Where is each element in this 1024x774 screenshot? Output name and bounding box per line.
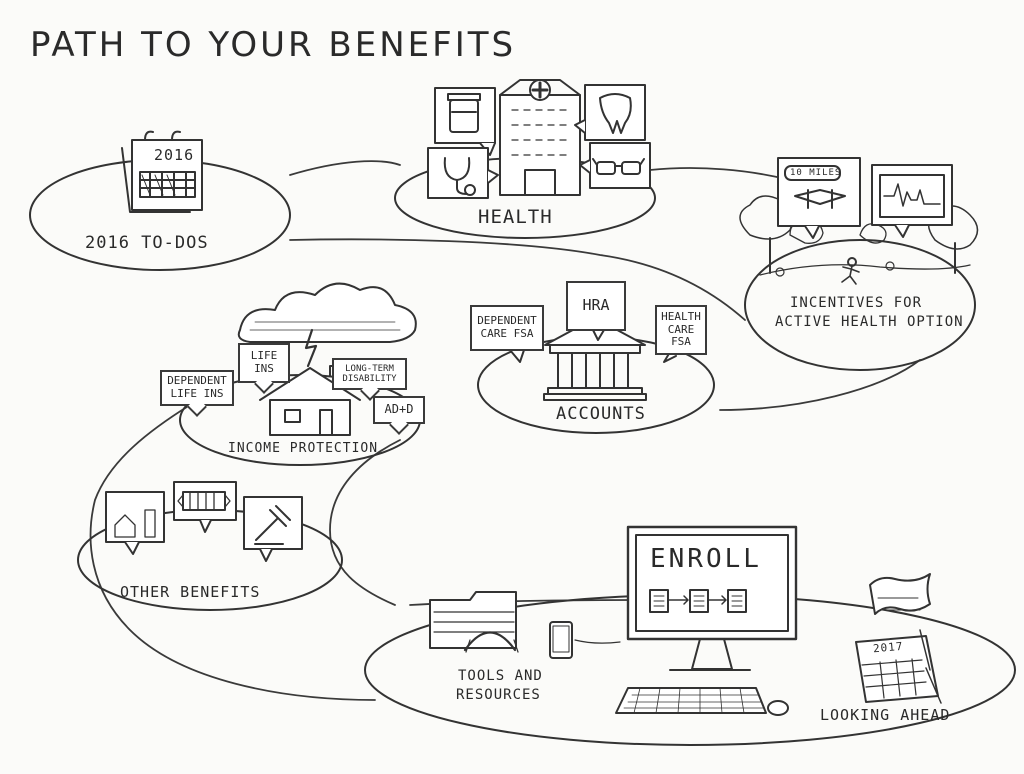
film-strip-bubble	[173, 481, 237, 533]
pill-bottle-bubble	[434, 87, 496, 156]
folders-icon	[429, 591, 519, 653]
hospital-icon	[499, 79, 581, 196]
dependent-care-fsa-bubble: DEPENDENT CARE FSA	[470, 305, 544, 351]
gavel-bubble	[243, 496, 303, 562]
income-protection-label: INCOME PROTECTION	[228, 441, 379, 456]
enroll-screen-title: ENROLL	[650, 544, 762, 574]
looking-ahead-label: LOOKING AHEAD	[820, 706, 951, 724]
dependent-life-ins-bubble: DEPENDENT LIFE INS	[160, 370, 234, 406]
tools-label-1: TOOLS AND	[458, 668, 543, 684]
storm-cloud-icon	[237, 282, 417, 368]
calendar-2017-icon	[855, 573, 942, 704]
phone-icon	[549, 621, 621, 659]
calendar-2016-year: 2016	[154, 146, 195, 164]
page-title: PATH TO YOUR BENEFITS	[30, 25, 517, 65]
calendar-2017-year: 2017	[872, 639, 904, 656]
house-move-bubble	[105, 491, 165, 555]
hra-bubble: HRA	[566, 281, 626, 331]
todos-label: 2016 TO-DOS	[85, 233, 209, 253]
keyboard-icon	[615, 687, 789, 716]
glasses-bubble	[579, 142, 651, 189]
tooth-bubble	[574, 84, 646, 141]
computer-monitor-icon	[626, 525, 798, 671]
add-bubble: AD+D	[373, 396, 425, 424]
calendar-2016-icon	[121, 130, 203, 213]
incentives-label-2: ACTIVE HEALTH OPTION	[775, 314, 964, 330]
stethoscope-bubble	[427, 147, 499, 199]
tools-label-2: RESOURCES	[456, 687, 541, 703]
heart-monitor-bubble	[871, 164, 953, 238]
health-label: HEALTH	[478, 206, 553, 228]
life-ins-bubble: LIFE INS	[238, 343, 290, 383]
health-care-fsa-bubble: HEALTH CARE FSA	[655, 305, 707, 355]
long-term-disability-bubble: LONG-TERM DISABILITY	[332, 358, 407, 390]
mileage-sign-text: 10 MILES	[790, 168, 842, 178]
incentives-island	[744, 239, 976, 371]
other-benefits-label: OTHER BENEFITS	[120, 583, 261, 601]
accounts-label: ACCOUNTS	[556, 404, 646, 424]
incentives-label-1: INCENTIVES FOR	[790, 295, 923, 311]
mileage-sign-bubble	[777, 157, 861, 239]
house-icon	[259, 365, 361, 436]
